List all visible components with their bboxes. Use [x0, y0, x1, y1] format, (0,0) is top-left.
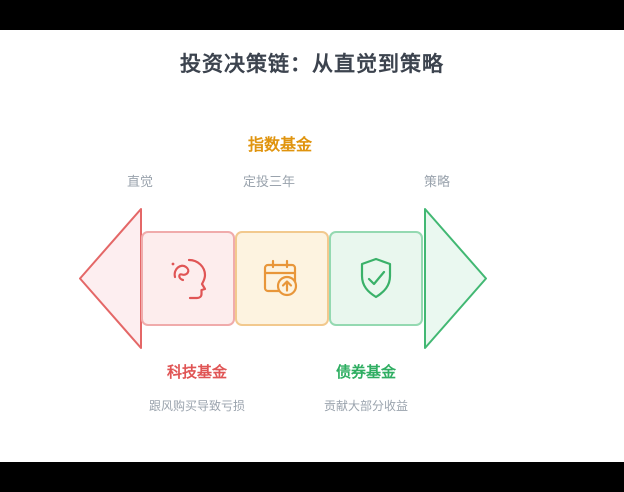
- impulse-brain-icon: [171, 258, 207, 299]
- shield-check-icon: [360, 257, 392, 298]
- stage-label-intuition: 直觉: [126, 174, 153, 189]
- stage-label-auto-invest: 定投三年: [242, 174, 295, 189]
- tech-fund-desc: 跟风购买导致亏损: [148, 399, 245, 413]
- content-panel: 投资决策链：从直觉到策略 指数基金 直觉 定投三年 策略: [0, 30, 624, 462]
- tech-fund-box: [141, 231, 235, 326]
- calendar-invest-icon: [263, 259, 298, 296]
- page-title: 投资决策链：从直觉到策略: [180, 53, 444, 76]
- left-arrowhead: [79, 208, 142, 349]
- index-fund-label: 指数基金: [247, 137, 312, 154]
- bond-fund-desc: 贡献大部分收益: [323, 399, 408, 413]
- stage-label-strategy: 策略: [423, 174, 450, 189]
- right-arrowhead: [424, 208, 487, 349]
- index-fund-box: [235, 231, 329, 326]
- tech-fund-label: 科技基金: [166, 364, 227, 381]
- bond-fund-box: [329, 231, 423, 326]
- bond-fund-label: 债券基金: [335, 364, 396, 381]
- flow-diagram: [77, 207, 489, 350]
